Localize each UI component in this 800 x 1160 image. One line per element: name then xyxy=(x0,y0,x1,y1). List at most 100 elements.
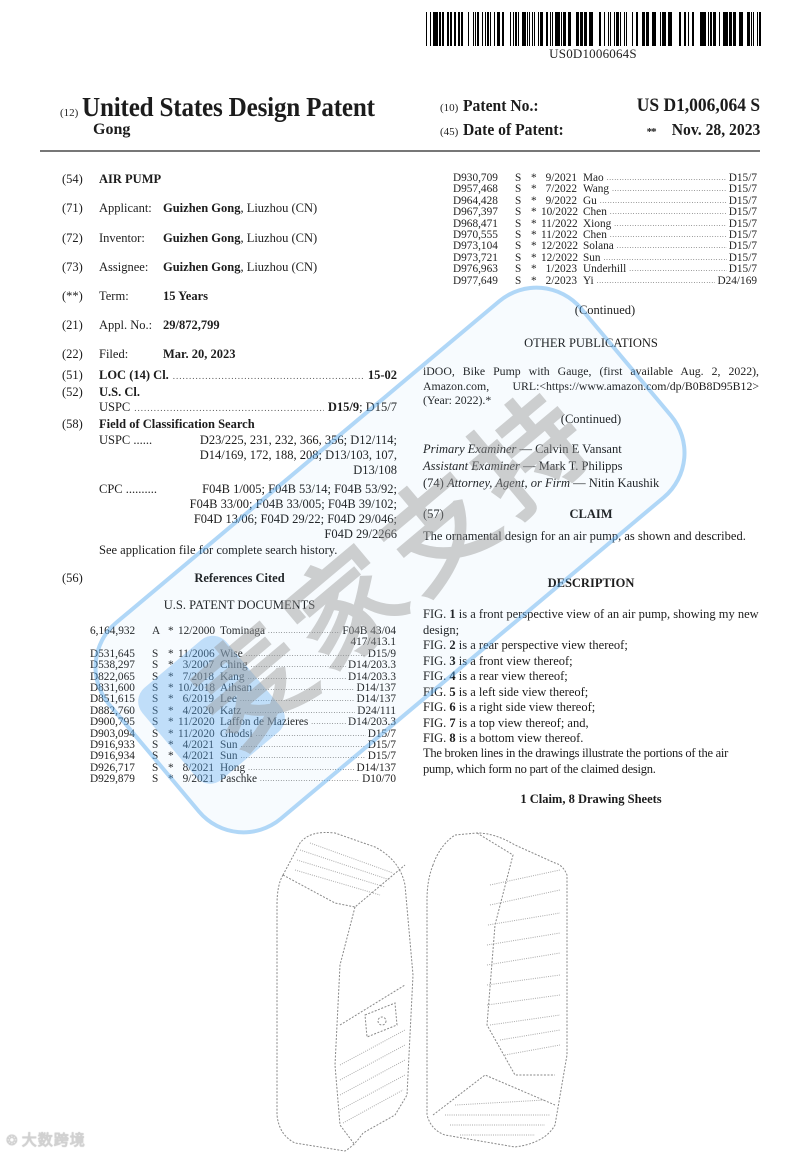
ref-name: Paschke xyxy=(220,774,258,786)
loc-class-field: (51)LOC (14) Cl.15-02 xyxy=(62,368,397,384)
applicant-name: Guizhen Gong xyxy=(163,201,241,215)
assistant-examiner-name: — Mark T. Philipps xyxy=(523,459,623,473)
term-marker: ** xyxy=(646,126,657,138)
assistant-examiner: Assistant Examiner — Mark T. Philipps xyxy=(423,459,623,473)
ref-patent-number: D900,795 xyxy=(90,716,135,729)
inventor-field: (72)Inventor:Guizhen Gong, Liuzhou (CN) xyxy=(62,231,318,245)
ref-class: D15/7 xyxy=(728,206,757,219)
ref-name: Katz xyxy=(220,705,242,717)
search-history-note: See application file for complete search… xyxy=(99,543,338,557)
ref-name: Sun xyxy=(220,751,238,763)
loc-class-value: 15-02 xyxy=(367,368,397,382)
watermark-logo-icon: ❂ xyxy=(6,1133,19,1149)
design-drawing-figure xyxy=(255,825,575,1155)
figure-description-item: FIG. 1 is a front perspective view of an… xyxy=(423,607,759,637)
figure-number: 7 xyxy=(449,715,456,730)
ref-class: D15/7 xyxy=(728,240,757,253)
search-cpc: CPC .......... F04B 1/005; F04B 53/14; F… xyxy=(99,482,397,541)
ref-class: D14/203.3 xyxy=(347,716,396,729)
other-publication-entry: iDOO, Bike Pump with Gauge, (first avail… xyxy=(423,364,759,407)
ref-date: 9/2021 xyxy=(182,773,214,786)
ref-kind: S xyxy=(152,738,159,751)
ref-class: D14/203.3 xyxy=(347,670,396,683)
invention-title: AIR PUMP xyxy=(99,172,162,186)
inid-code: (45) xyxy=(440,126,459,138)
ref-cited-by-examiner: * xyxy=(531,217,537,230)
claim-text: The ornamental design for an air pump, a… xyxy=(423,529,746,543)
ref-patent-number: D531,645 xyxy=(90,647,135,660)
ref-cited-by-examiner: * xyxy=(168,750,174,763)
applicant-field: (71)Applicant:Guizhen Gong, Liuzhou (CN) xyxy=(62,201,318,215)
figure-number: 3 xyxy=(449,653,456,668)
ref-kind: S xyxy=(152,716,159,729)
ref-class: D10/70 xyxy=(362,773,396,786)
ref-patent-number: D831,600 xyxy=(90,681,135,694)
ref-cited-by-examiner: * xyxy=(168,738,174,751)
uspc-secondary: ; D15/7 xyxy=(359,400,397,414)
ref-name: Laffon de Mazieres xyxy=(220,717,309,729)
ref-class: D15/7 xyxy=(367,750,396,763)
primary-examiner-name: — Calvin E Vansant xyxy=(519,442,622,456)
ref-patent-number: D957,468 xyxy=(453,183,498,196)
ref-name: Underhill xyxy=(583,264,627,276)
ref-name: Ghodsi xyxy=(220,728,253,740)
figure-number: 4 xyxy=(449,669,456,683)
attorney-name: — Nitin Kaushik xyxy=(573,476,660,490)
barcode xyxy=(426,12,762,46)
ref-class-secondary: 417/413.1 xyxy=(350,636,396,649)
figure-description-item: FIG. 2 is a rear perspective view thereo… xyxy=(423,638,628,652)
ref-cited-by-examiner: * xyxy=(168,625,174,637)
other-publications-heading: OTHER PUBLICATIONS xyxy=(524,336,658,350)
term-value: 15 Years xyxy=(163,289,209,303)
ref-cited-by-examiner: * xyxy=(168,670,174,683)
inventor-surname: Gong xyxy=(93,121,131,138)
ref-cited-by-examiner: * xyxy=(168,761,174,774)
inventor-name: Guizhen Gong xyxy=(163,231,241,245)
header-divider xyxy=(40,150,760,152)
ref-date: 4/2020 xyxy=(182,704,214,717)
ref-kind: S xyxy=(152,727,159,740)
ref-date: 7/2018 xyxy=(182,670,214,683)
ref-date: 1/2023 xyxy=(545,263,577,276)
ref-name: Ching xyxy=(220,660,248,672)
ref-cited-by-examiner: * xyxy=(168,773,174,786)
ref-date: 10/2018 xyxy=(178,681,216,694)
ref-name: Chen xyxy=(583,207,607,219)
inid-code: (10) xyxy=(440,102,459,114)
patent-number-row: (10) Patent No.: US D1,006,064 S xyxy=(440,95,760,120)
ref-cited-by-examiner: * xyxy=(168,681,174,694)
ref-cited-by-examiner: * xyxy=(168,647,174,660)
ref-patent-number: D967,397 xyxy=(453,206,498,219)
ref-class: D14/137 xyxy=(356,761,396,774)
ref-name: Wang xyxy=(583,184,610,196)
ref-patent-number: D976,963 xyxy=(453,263,498,276)
ref-class: D15/7 xyxy=(728,183,757,196)
description-heading: DESCRIPTION xyxy=(547,576,635,590)
ref-patent-number: D968,471 xyxy=(453,217,498,230)
ref-name: Kang xyxy=(220,671,245,683)
ref-patent-number: D929,879 xyxy=(90,773,135,786)
front-perspective-drawing xyxy=(276,832,414,1152)
search-uspc: USPC ...... D23/225, 231, 232, 366, 356;… xyxy=(99,433,397,477)
ref-kind: S xyxy=(152,704,159,717)
ref-name: Chen xyxy=(583,229,607,241)
figure-description-item: FIG. 4 is a rear view thereof; xyxy=(423,669,568,683)
inid-code: (12) xyxy=(60,107,79,119)
ref-patent-number: 6,164,932 xyxy=(90,625,136,637)
ref-date: 11/2022 xyxy=(541,217,578,230)
figure-description-item: FIG. 8 is a bottom view thereof. xyxy=(423,731,584,745)
ref-class: F04B 43/04 xyxy=(342,625,396,637)
ref-patent-number: D903,094 xyxy=(90,727,135,740)
title-field: (54)AIR PUMP xyxy=(62,172,162,186)
ref-class: D14/137 xyxy=(356,681,396,694)
ref-date: 8/2021 xyxy=(182,761,214,774)
